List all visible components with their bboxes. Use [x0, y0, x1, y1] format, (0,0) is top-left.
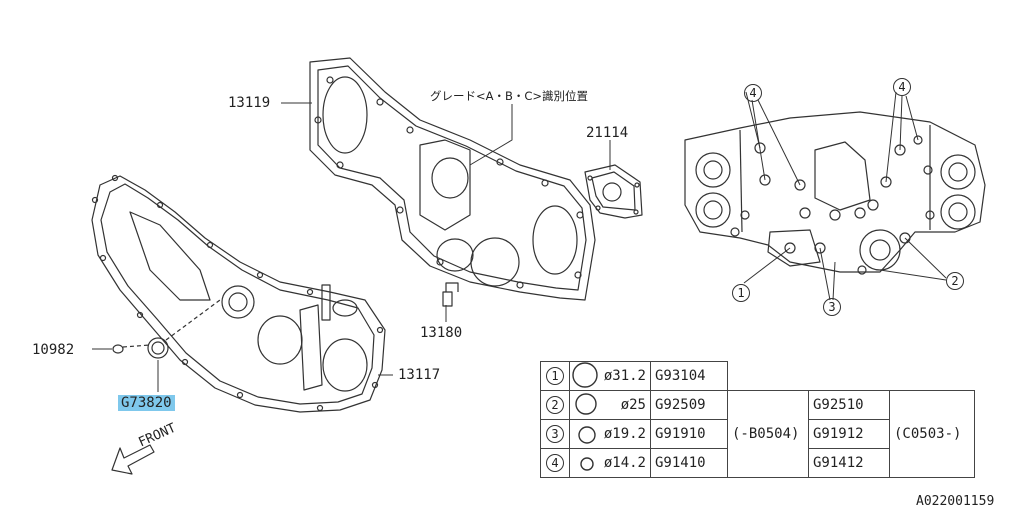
callout-2: 2 — [946, 272, 964, 290]
seal-spec-table: 1 ø31.2 G93104 2 ø25 G92509 G92510 3 ø19… — [540, 361, 975, 478]
table-row: 2 ø25 G92509 G92510 — [540, 390, 975, 420]
engine-block — [684, 111, 986, 275]
callout-1: 1 — [732, 284, 750, 302]
callout-3: 3 — [823, 298, 841, 316]
table-row: 3 ø19.2 G91910 (-B0504) G91912 (C0503-) — [540, 419, 975, 449]
diagram-id: A022001159 — [916, 494, 995, 509]
front-arrow — [111, 444, 155, 475]
label-grade-note: グレード<A・B・C>識別位置 — [430, 89, 589, 103]
callout-4-right: 4 — [893, 78, 911, 96]
water-pump-gasket — [584, 164, 643, 219]
seal-dashed-line — [165, 299, 221, 341]
pin-dashed-line — [122, 344, 151, 348]
label-10982: 10982 — [32, 342, 75, 358]
label-13180: 13180 — [420, 325, 463, 341]
label-13119: 13119 — [228, 95, 271, 111]
bolt-13180 — [442, 282, 459, 307]
rear-timing-cover-gasket — [309, 57, 596, 301]
label-21114: 21114 — [586, 125, 629, 141]
oil-seal — [147, 337, 169, 359]
table-row: 1 ø31.2 G93104 — [540, 361, 975, 391]
label-g73820: G73820 — [118, 395, 175, 411]
callout-4-left: 4 — [744, 84, 762, 102]
leader-lines — [92, 91, 947, 392]
dowel-pin — [112, 344, 124, 354]
front-timing-cover — [91, 174, 386, 413]
highlighted-part-number: G73820 — [118, 395, 175, 411]
table-row: 4 ø14.2 G91410 G91412 — [540, 448, 975, 478]
label-13117: 13117 — [398, 367, 441, 383]
